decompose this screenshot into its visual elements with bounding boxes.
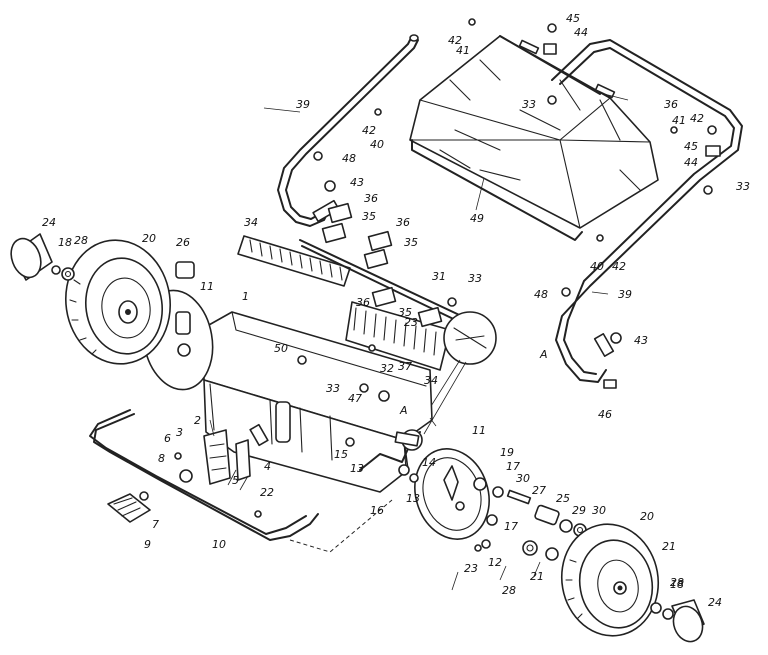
lever-assembly xyxy=(107,423,269,523)
callout-45a: 45 xyxy=(566,12,580,25)
callout-24a: 24 xyxy=(42,216,56,229)
brush-brackets xyxy=(321,202,443,328)
callout-8: 8 xyxy=(158,452,165,465)
left-wheel xyxy=(64,239,172,365)
callout-21a: 21 xyxy=(530,570,544,583)
callout-29: 29 xyxy=(572,504,586,517)
callout-22: 22 xyxy=(260,486,274,499)
callout-4: 4 xyxy=(264,460,271,473)
callout-28a: 28 xyxy=(74,234,88,247)
left-hubcap-set xyxy=(10,233,195,281)
callout-12: 12 xyxy=(488,556,502,569)
callout-33b: 33 xyxy=(736,180,750,193)
collection-bag-frame xyxy=(409,35,659,241)
callout-42d: 42 xyxy=(612,260,626,273)
callout-32: 32 xyxy=(380,362,394,375)
callout-13b: 13 xyxy=(406,492,420,505)
callout-17a: 17 xyxy=(506,460,520,473)
callout-30a: 30 xyxy=(516,472,530,485)
callout-36b: 36 xyxy=(396,216,410,229)
callout-14: 14 xyxy=(422,456,436,469)
callout-A-left: A xyxy=(399,404,408,417)
callout-47: 47 xyxy=(348,392,362,405)
callout-30b: 30 xyxy=(592,504,606,517)
fasteners xyxy=(297,18,721,552)
callout-37: 37 xyxy=(398,360,412,373)
callout-6: 6 xyxy=(164,432,171,445)
callout-39a: 39 xyxy=(296,98,310,111)
callout-42b: 42 xyxy=(362,124,376,137)
callout-25: 25 xyxy=(556,492,570,505)
callout-28b: 28 xyxy=(502,584,516,597)
callout-18b: 18 xyxy=(670,578,684,591)
callout-13a: 13 xyxy=(350,462,364,475)
callout-35a: 35 xyxy=(362,210,376,223)
callout-10: 10 xyxy=(212,538,226,551)
callout-46: 46 xyxy=(598,408,612,421)
callout-48a: 48 xyxy=(342,152,356,165)
callout-50: 50 xyxy=(274,342,288,355)
callout-40a: 40 xyxy=(370,138,384,151)
callout-42a: 42 xyxy=(448,34,462,47)
callout-23b: 23 xyxy=(404,316,418,329)
callout-5: 5 xyxy=(232,474,239,487)
callout-27: 27 xyxy=(532,484,546,497)
callout-17b: 17 xyxy=(504,520,518,533)
callout-36d: 36 xyxy=(664,98,678,111)
right-hubcap-set xyxy=(650,599,705,643)
callout-23a: 23 xyxy=(464,562,478,575)
callout-1: 1 xyxy=(242,290,249,303)
callout-36c: 36 xyxy=(356,296,370,309)
callout-24b: 24 xyxy=(708,596,722,609)
callout-7: 7 xyxy=(152,518,159,531)
lower-linkage-bar xyxy=(89,409,393,553)
left-handle-tube xyxy=(277,34,419,227)
callout-41a: 41 xyxy=(456,44,470,57)
callout-34b: 34 xyxy=(424,374,438,387)
callout-16: 16 xyxy=(370,504,384,517)
callout-44b: 44 xyxy=(684,156,698,169)
callout-A-right: A xyxy=(539,348,548,361)
callout-44a: 44 xyxy=(574,26,588,39)
right-wheel xyxy=(560,523,660,637)
right-handle-tube xyxy=(551,39,743,383)
callout-36a: 36 xyxy=(364,192,378,205)
callout-40b: 40 xyxy=(590,260,604,273)
callout-33c: 33 xyxy=(468,272,482,285)
callout-18a: 18 xyxy=(58,236,72,249)
callout-9: 9 xyxy=(144,538,151,551)
leader-lines xyxy=(209,93,629,591)
callout-48b: 48 xyxy=(534,288,548,301)
callout-45b: 45 xyxy=(684,140,698,153)
callout-31: 31 xyxy=(432,270,446,283)
brush-strip-upper xyxy=(237,235,351,287)
callout-19: 19 xyxy=(500,446,514,459)
callout-2: 2 xyxy=(194,414,201,427)
callout-39b: 39 xyxy=(618,288,632,301)
callout-15: 15 xyxy=(334,448,348,461)
callout-49: 49 xyxy=(470,212,484,225)
callout-35c: 35 xyxy=(398,306,412,319)
callout-28c: 28 xyxy=(670,576,684,589)
callout-11a: 11 xyxy=(200,280,214,293)
callout-20b: 20 xyxy=(640,510,654,523)
callout-21b: 21 xyxy=(662,540,676,553)
callout-43a: 43 xyxy=(350,176,364,189)
agitator-bracket xyxy=(345,429,423,483)
callout-labels: 1 2 3 4 5 6 7 8 9 10 11 11 12 13 13 14 1… xyxy=(42,12,750,609)
callout-3: 3 xyxy=(176,426,183,439)
callout-33d: 33 xyxy=(326,382,340,395)
callout-33a: 33 xyxy=(522,98,536,111)
callout-34a: 34 xyxy=(244,216,258,229)
callout-20a: 20 xyxy=(142,232,156,245)
callout-42c: 42 xyxy=(690,112,704,125)
callout-43b: 43 xyxy=(634,334,648,347)
callout-11b: 11 xyxy=(472,424,486,437)
callout-41b: 41 xyxy=(672,114,686,127)
callout-35b: 35 xyxy=(404,236,418,249)
brush-bar xyxy=(299,239,497,435)
callout-26: 26 xyxy=(176,236,190,249)
